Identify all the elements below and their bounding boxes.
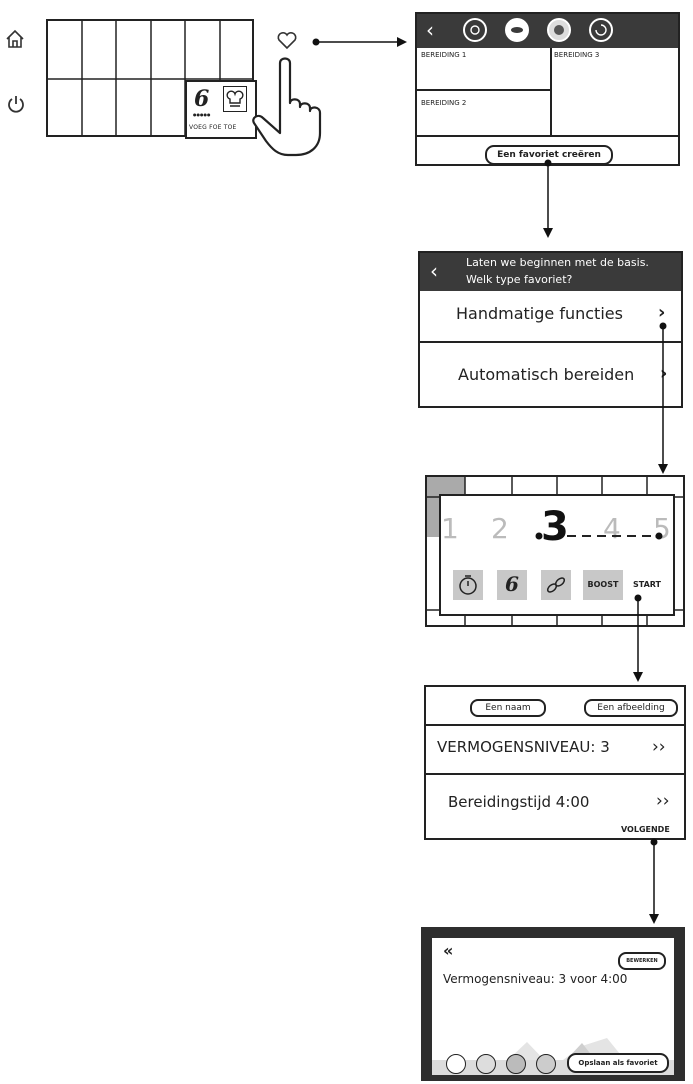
save-favorite-button[interactable]: Opslaan als favoriet [567, 1053, 669, 1073]
image-button[interactable]: Een afbeelding [584, 699, 678, 717]
next-button[interactable]: VOLGENDE [621, 825, 670, 834]
add-favorite-cell[interactable]: 6 ●●●●● VOEG FOE TOE [185, 80, 257, 139]
back-button[interactable]: « [443, 941, 454, 960]
back-button[interactable]: ‹ [430, 259, 438, 283]
power-level-screen: 1 2 3 4 5 6 BOOST START [425, 475, 685, 627]
summary-screen: « BEWERKEN Vermogensniveau: 3 voor 4:00 … [421, 927, 685, 1081]
recipe-icon[interactable] [547, 18, 571, 42]
cell-caption: VOEG FOE TOE [189, 124, 237, 131]
summary-text: Vermogensniveau: 3 voor 4:00 [443, 972, 628, 986]
power-level-row-label: VERMOGENSNIVEAU: 3 [437, 738, 610, 756]
timer-mode-icon[interactable] [589, 18, 613, 42]
settings-screen: Een naam Een afbeelding VERMOGENSNIVEAU:… [424, 685, 686, 840]
hand-pointer-icon [250, 55, 330, 160]
timer-button[interactable] [453, 570, 483, 600]
six-sense-button[interactable]: 6 [497, 570, 527, 600]
option-automatic-label: Automatisch bereiden [458, 365, 635, 384]
chevron-right-icon: › [658, 302, 666, 323]
favorite-slot-1-label: BEREIDING 1 [421, 51, 467, 59]
arrow-start-to-settings [633, 594, 643, 682]
six-sense-icon: 6 [505, 572, 519, 596]
option-manual[interactable]: Handmatige functies › [420, 291, 681, 343]
link-button[interactable] [541, 570, 571, 600]
six-sense-icon: 6 [194, 86, 210, 112]
favorite-slot-2-label: BEREIDING 2 [421, 99, 467, 107]
boost-button[interactable]: BOOST [583, 570, 623, 600]
level-selected[interactable]: 3 [541, 504, 569, 550]
favorite-slot-3-label: BEREIDING 3 [554, 51, 600, 59]
header-line-2: Welk type favoriet? [466, 273, 573, 286]
dish-icon[interactable] [505, 18, 529, 42]
arrow-heart-to-favorites [312, 37, 407, 47]
favorite-slot-4[interactable] [552, 91, 678, 137]
favorites-screen: ‹ BEREIDING 1 BEREIDING 3 BEREIDING 2 Ee… [415, 12, 680, 166]
start-button[interactable]: START [632, 580, 662, 589]
power-popup: 1 2 3 4 5 6 BOOST START [439, 494, 675, 616]
arrow-create-to-type [543, 159, 553, 238]
bottom-icon-1[interactable] [446, 1054, 466, 1074]
bottom-icon-2[interactable] [476, 1054, 496, 1074]
favorite-slot-3[interactable]: BEREIDING 3 [552, 48, 678, 89]
favorite-slot-2[interactable]: BEREIDING 2 [417, 91, 552, 137]
arrow-next-to-summary [649, 838, 659, 924]
category-icon[interactable] [463, 18, 487, 42]
double-chevron-icon: ›› [656, 791, 670, 811]
bottom-icon-3[interactable] [506, 1054, 526, 1074]
cooking-time-row-label: Bereidingstijd 4:00 [448, 793, 590, 811]
header-line-1: Laten we beginnen met de basis. [466, 256, 649, 269]
power-icon[interactable] [5, 93, 27, 115]
name-button[interactable]: Een naam [470, 699, 546, 717]
level-2[interactable]: 2 [491, 512, 509, 545]
summary-inner: « BEWERKEN Vermogensniveau: 3 voor 4:00 … [432, 938, 674, 1075]
bottom-icon-4[interactable] [536, 1054, 556, 1074]
option-manual-label: Handmatige functies [456, 304, 623, 323]
heart-icon[interactable] [276, 30, 298, 50]
edit-button[interactable]: BEWERKEN [618, 952, 666, 970]
home-icon[interactable] [4, 28, 26, 50]
six-sense-dots: ●●●●● [193, 112, 211, 117]
cooking-time-row[interactable]: Bereidingstijd 4:00 ›› [426, 775, 684, 825]
double-chevron-icon: ›› [652, 737, 666, 757]
arrow-manual-to-power [658, 322, 668, 474]
back-button[interactable]: ‹ [426, 18, 434, 42]
level-1[interactable]: 1 [441, 512, 459, 545]
favorite-slot-1[interactable]: BEREIDING 1 [417, 48, 552, 91]
favorite-type-screen: ‹ Laten we beginnen met de basis. Welk t… [418, 251, 683, 408]
favorites-toolbar: ‹ [417, 14, 678, 48]
chain-link-icon [546, 577, 566, 593]
chef-hat-icon [223, 86, 247, 112]
header-divider [426, 724, 684, 726]
timer-icon [459, 575, 477, 595]
level-drag-path [535, 532, 663, 540]
power-level-row[interactable]: VERMOGENSNIVEAU: 3 ›› [426, 726, 684, 775]
type-header: ‹ Laten we beginnen met de basis. Welk t… [420, 253, 681, 291]
